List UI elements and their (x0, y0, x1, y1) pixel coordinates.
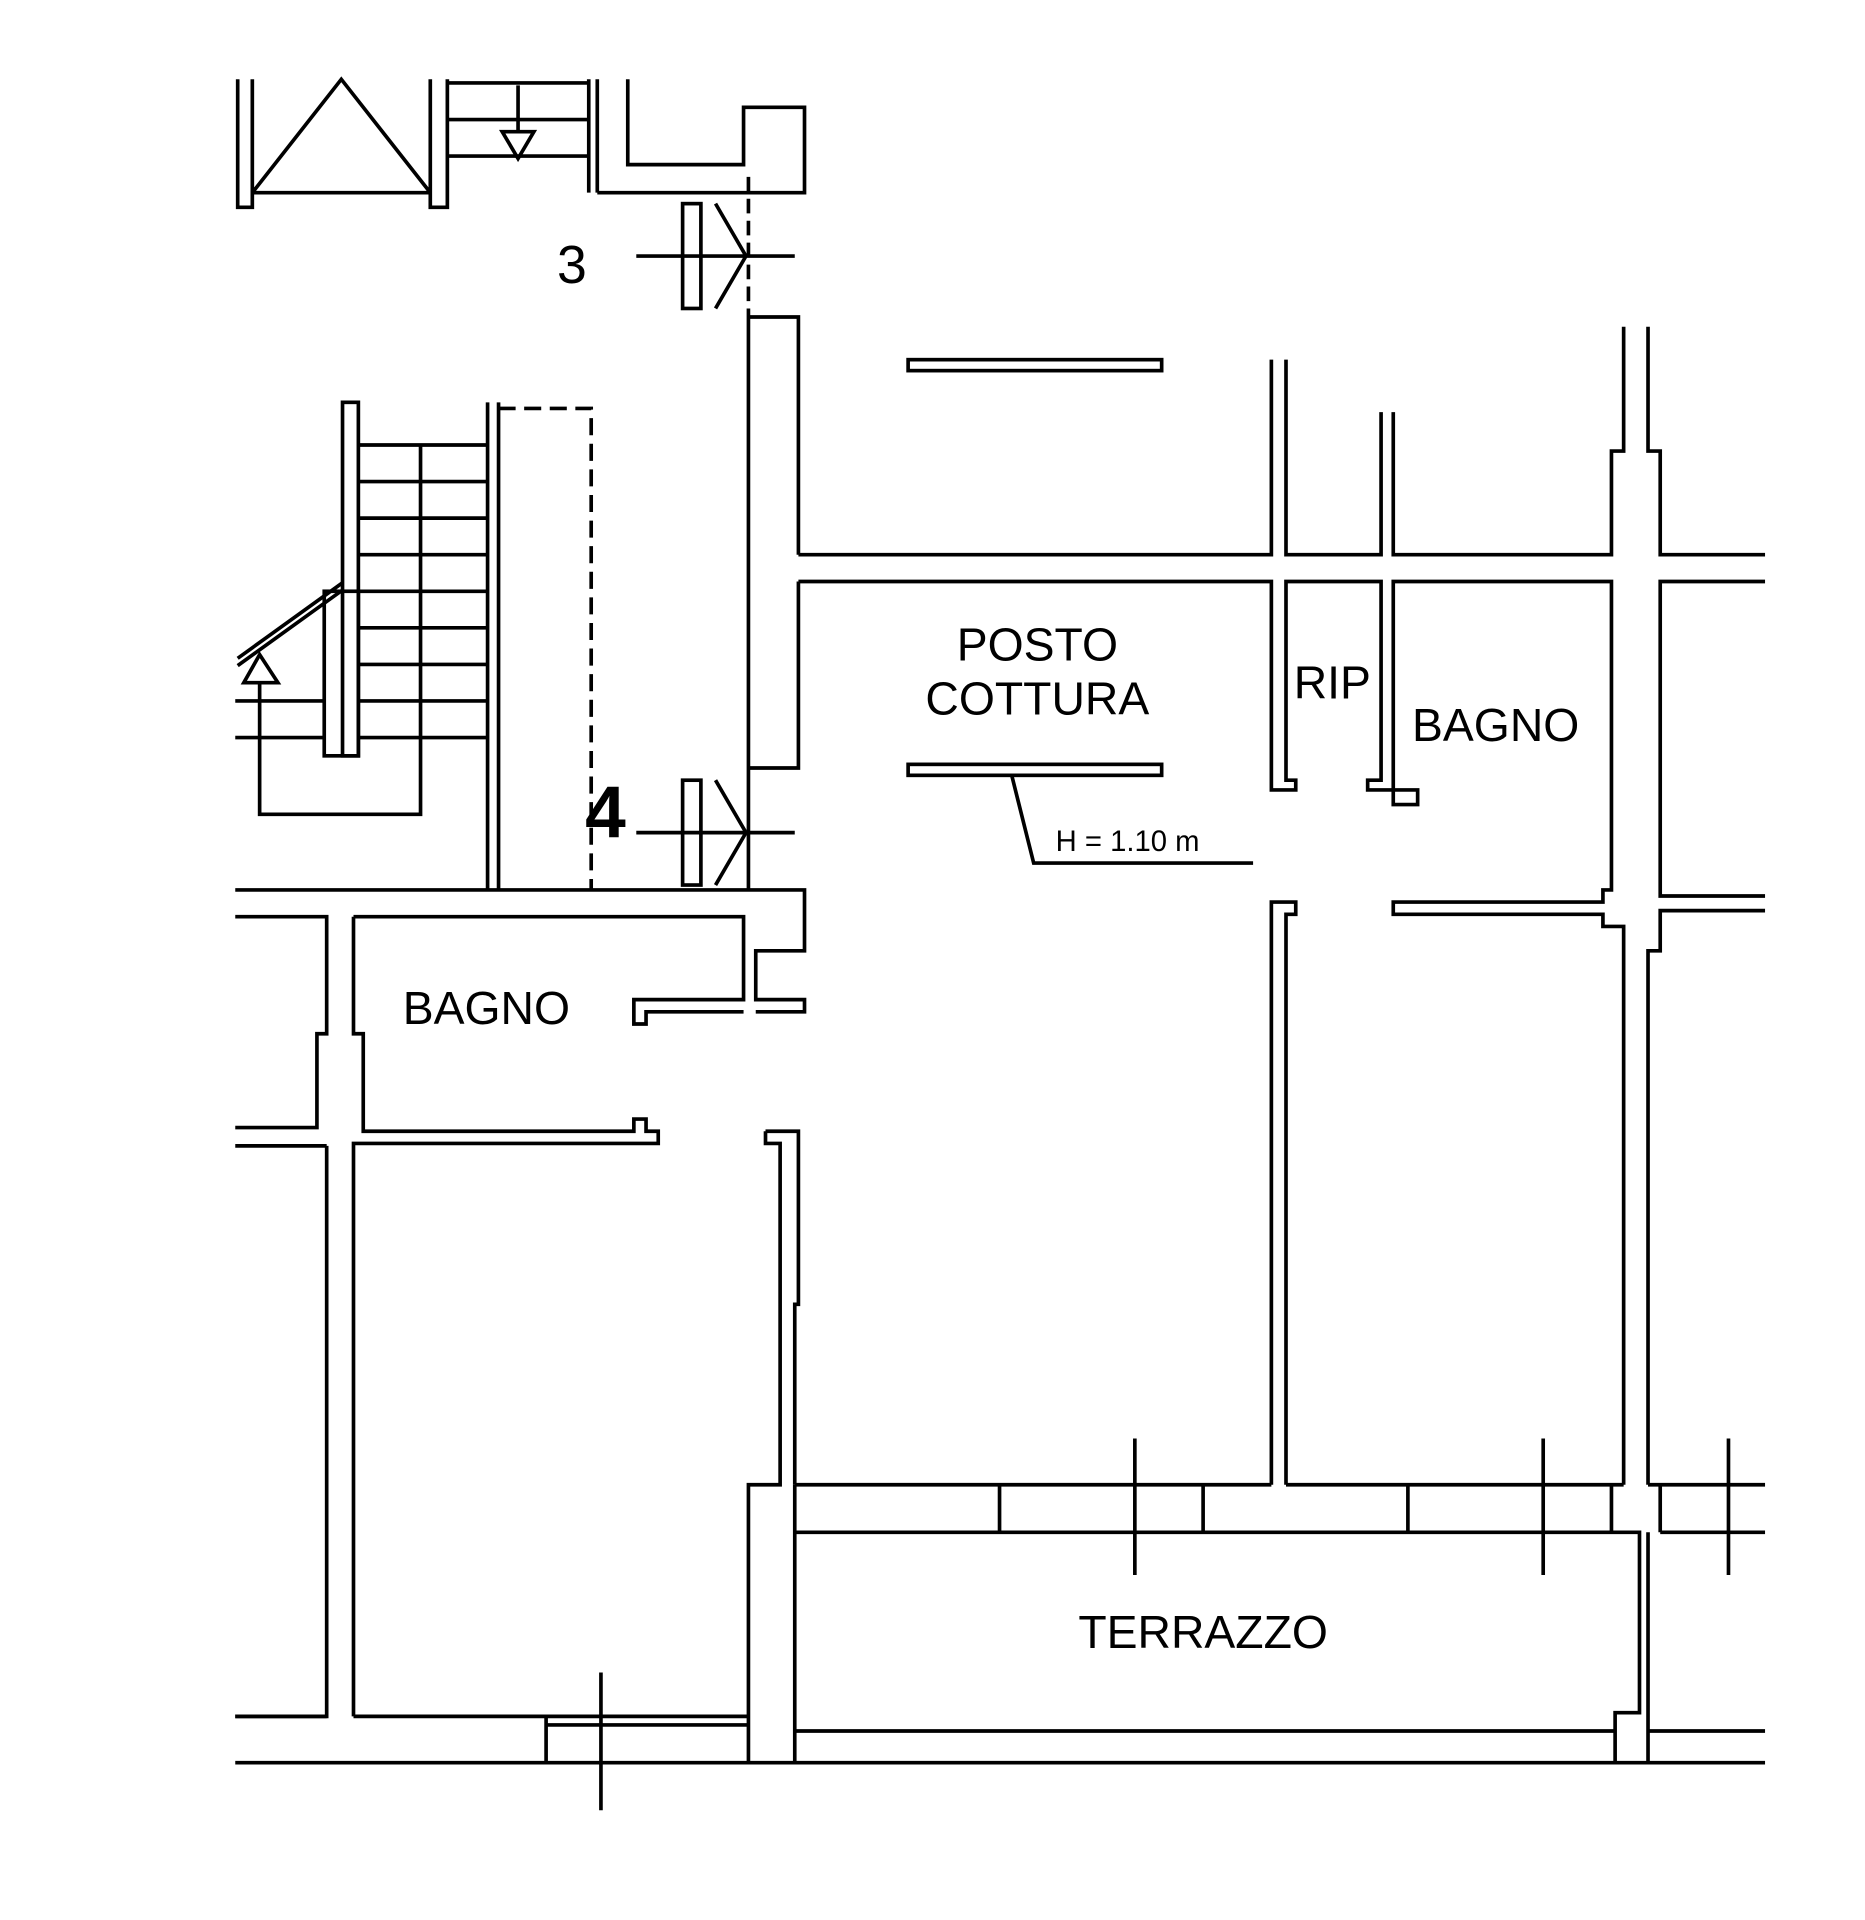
section-marker-4 (636, 778, 795, 887)
walls (235, 315, 1766, 1811)
section-label-3: 3 (557, 235, 587, 295)
room-label-bagno-right: BAGNO (1412, 699, 1579, 751)
section-marker-3 (636, 176, 795, 318)
room-label-bagno-left: BAGNO (403, 982, 570, 1034)
room-label-rip: RIP (1294, 657, 1371, 709)
height-annotation: H = 1.10 m (1056, 826, 1200, 858)
stair-arrow-up-icon (240, 651, 282, 685)
stair-arrow-icon (499, 129, 538, 163)
stair-left (235, 400, 594, 890)
room-label-terrazzo: TERRAZZO (1078, 1606, 1328, 1658)
room-label-cottura: COTTURA (925, 672, 1149, 724)
room-label-posto: POSTO (957, 619, 1118, 671)
stair-top (447, 79, 807, 195)
kitchen-counter (906, 357, 1254, 865)
elevator-shaft (235, 76, 450, 210)
